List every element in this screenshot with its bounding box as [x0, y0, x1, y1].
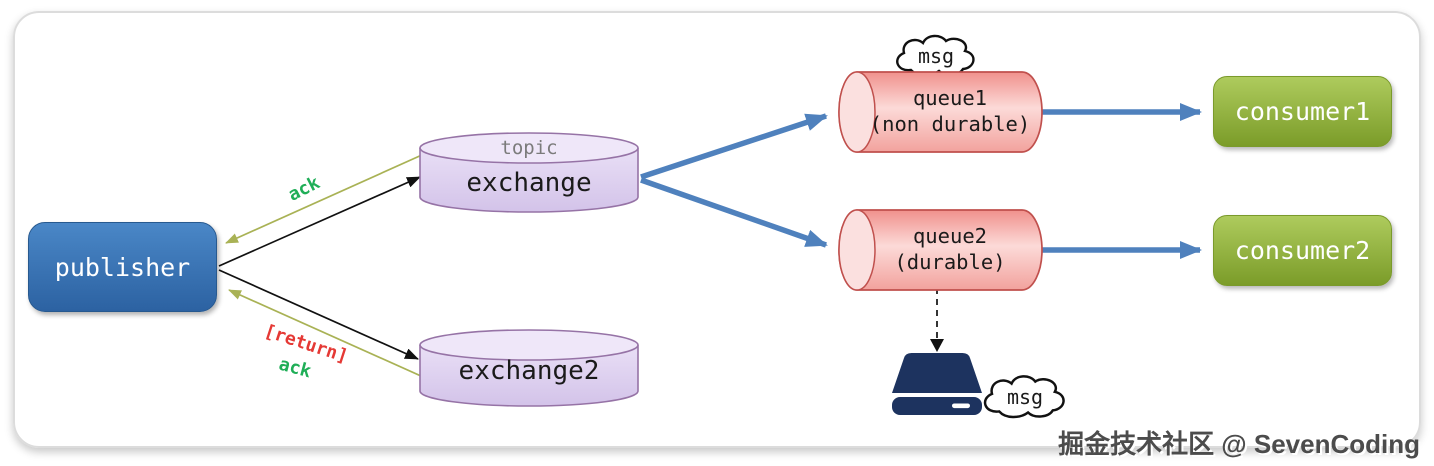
- msg-label-queue1: msg: [917, 44, 955, 68]
- exchange-type-label: topic: [500, 137, 558, 159]
- consumer2-node: consumer2: [1213, 215, 1392, 286]
- queue1-durability: (non durable): [869, 112, 1031, 136]
- queue2-label: queue2 (durable): [894, 223, 1005, 275]
- queue2-cylinder: [838, 209, 1043, 291]
- exchange2-cylinder: [419, 329, 639, 407]
- consumer1-label: consumer1: [1234, 97, 1371, 126]
- queue1-name: queue1: [912, 86, 988, 110]
- queue1-label: queue1 (non durable): [870, 85, 1030, 137]
- queue2-durability: (durable): [894, 250, 1006, 274]
- edge-ack-from-exchange: [225, 149, 434, 244]
- cloud-icon: [983, 375, 1065, 419]
- edge-exchange-to-queue1: [640, 113, 828, 180]
- edge-publish-to-exchange2: [218, 269, 419, 360]
- hard-drive-icon: [892, 353, 982, 415]
- consumer2-label: consumer2: [1234, 236, 1371, 265]
- edge-exchange-to-queue2: [640, 177, 828, 248]
- publisher-label: publisher: [54, 252, 191, 282]
- msg-label-disk: msg: [1006, 385, 1044, 409]
- exchange-cylinder: [419, 132, 639, 213]
- queue2-name: queue2: [912, 224, 988, 248]
- exchange-label: exchange: [466, 168, 592, 198]
- exchange2-label: exchange2: [458, 356, 600, 386]
- edge-publish-to-exchange: [218, 176, 421, 267]
- queue1-cylinder: [838, 71, 1043, 153]
- canvas-frame: [13, 11, 1421, 448]
- consumer1-node: consumer1: [1213, 76, 1392, 147]
- watermark: 掘金技术社区 @ SevenCoding: [1058, 429, 1420, 459]
- publisher-node: publisher: [28, 222, 217, 312]
- edge-queue2-to-disk-arrowhead: [930, 339, 944, 352]
- edge-ack-from-exchange2: [228, 289, 442, 386]
